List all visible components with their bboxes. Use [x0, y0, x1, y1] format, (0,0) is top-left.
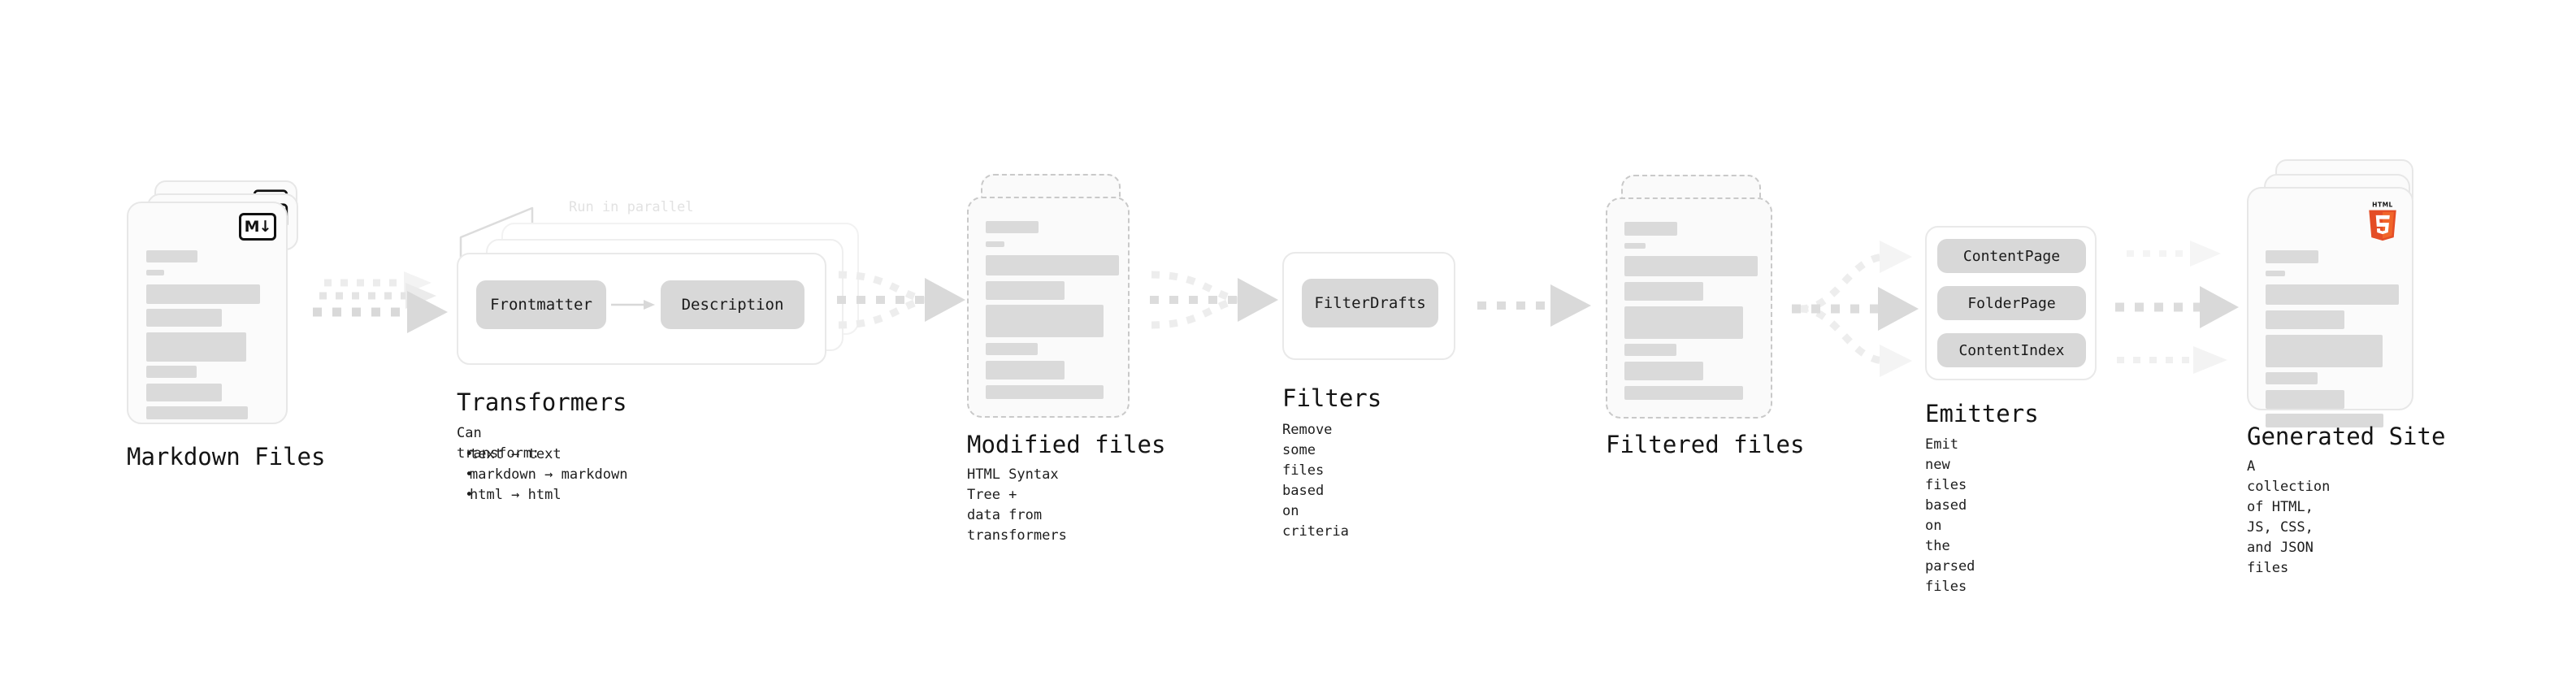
filtered-skeleton [1607, 199, 1771, 417]
connector-emitters-to-site [2115, 241, 2239, 374]
page-title-modified-files: Modified files [967, 431, 1166, 458]
list-item: •markdown → markdown [457, 466, 628, 483]
page-title-markdown-files: Markdown Files [127, 443, 326, 471]
transform-bullet-list: •text → text •markdown → markdown •html … [457, 445, 627, 505]
run-in-parallel-label: Run in parallel [569, 199, 694, 215]
connector-filtered-to-emitters [1792, 241, 1919, 377]
connector-md-to-transformers [313, 271, 448, 333]
caption-transformers: Can transform: [457, 425, 540, 462]
caption-generated-site: A collection of HTML, JS, CSS, and JSON … [2247, 458, 2331, 576]
page-title-filters: Filters [1282, 384, 1382, 412]
page-title-generated-site: Generated Site [2247, 423, 2446, 450]
page-title-transformers: Transformers [457, 388, 627, 416]
caption-emitters: Emit new files based on the parsed files [1925, 436, 1975, 595]
caption-modified-files: HTML Syntax Tree + data from transformer… [967, 466, 1067, 544]
chip-description[interactable]: Description [661, 280, 804, 329]
arrow-frontmatter-to-description-icon [611, 300, 655, 310]
modified-skeleton [969, 198, 1128, 416]
filters-group: FilterDrafts [1282, 252, 1455, 360]
svg-text:HTML: HTML [2372, 201, 2393, 208]
list-item: •text → text [457, 446, 562, 462]
page-title-filtered-files: Filtered files [1606, 431, 1805, 458]
caption-filters: Remove some files based on criteria [1282, 422, 1349, 540]
emitters-group: ContentPage FolderPage ContentIndex [1925, 226, 2097, 380]
markdown-icon: M↓ [239, 213, 276, 241]
page-title-emitters: Emitters [1925, 400, 2039, 427]
chip-contentpage[interactable]: ContentPage [1937, 239, 2086, 273]
chip-folderpage[interactable]: FolderPage [1937, 286, 2086, 320]
list-item: •html → html [457, 487, 562, 503]
html5-icon: HTML [2369, 201, 2396, 241]
markdown-skeleton: M↓ [128, 203, 286, 423]
connector-filters-to-filtered [1477, 284, 1591, 327]
chip-frontmatter[interactable]: Frontmatter [476, 280, 606, 329]
connector-modified-to-filters [1150, 271, 1278, 329]
modified-card-front [967, 197, 1130, 418]
connector-transformers-to-modified [837, 271, 965, 329]
markdown-card-front: M↓ [127, 202, 288, 424]
chip-contentindex[interactable]: ContentIndex [1937, 333, 2086, 367]
site-skeleton: HTML [2249, 189, 2412, 427]
site-card-front: HTML [2247, 187, 2413, 427]
transformer-card-front: Frontmatter Description [457, 253, 826, 365]
chip-filterdrafts[interactable]: FilterDrafts [1302, 279, 1438, 327]
filtered-card-front [1606, 197, 1772, 419]
